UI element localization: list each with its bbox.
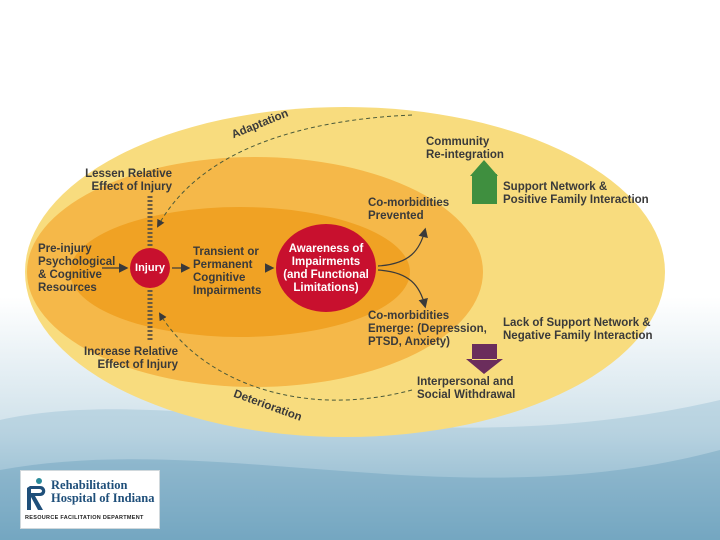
awareness-label: Awareness of Impairments (and Functional… <box>283 243 369 294</box>
transient-label: Transient or Permanent Cognitive Impairm… <box>193 246 262 297</box>
injury-label: Injury <box>135 262 165 274</box>
logo-name: Rehabilitation Hospital of Indiana <box>51 478 155 505</box>
support-label: Support Network & Positive Family Intera… <box>503 181 649 206</box>
comorbidities-emerge-label: Co-morbidities Emerge: (Depression, PTSD… <box>368 310 487 348</box>
lessen-label: Lessen Relative Effect of Injury <box>85 168 172 193</box>
injury-circle <box>130 248 170 288</box>
down-arrow-icon <box>466 344 503 374</box>
arrow-awareness-to-prevented <box>377 227 428 267</box>
increase-label: Increase Relative Effect of Injury <box>84 346 178 371</box>
community-label: Community Re-integration <box>426 136 504 161</box>
arrow-awareness-to-emerge <box>377 269 428 309</box>
adaptation-curve <box>157 114 413 228</box>
awareness-core <box>276 224 376 312</box>
deterioration-curve <box>158 312 413 401</box>
hospital-logo: Rehabilitation Hospital of Indiana Resou… <box>20 470 160 529</box>
lack-support-label: Lack of Support Network & Negative Famil… <box>503 317 653 342</box>
withdrawal-label: Interpersonal and Social Withdrawal <box>417 376 516 401</box>
comorbidities-prevented-label: Co-morbidities Prevented <box>368 197 450 222</box>
pre-injury-label: Pre-injury Psychological & Cognitive Res… <box>38 243 116 294</box>
up-arrow-icon <box>470 160 498 204</box>
logo-r-icon <box>27 478 46 510</box>
logo-subtitle: Resource Facilitation Department <box>25 515 144 521</box>
